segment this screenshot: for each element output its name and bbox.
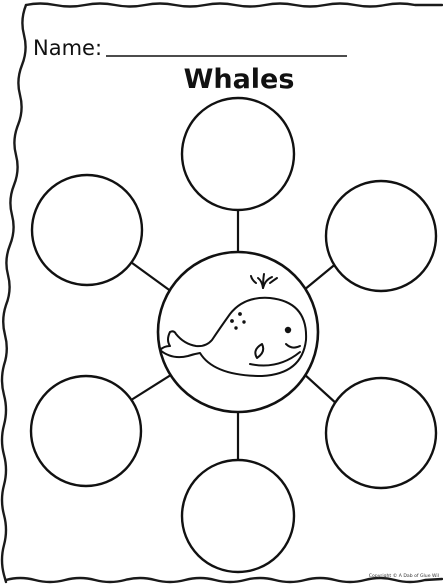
spoke-lower-left	[128, 373, 174, 402]
center-topic	[158, 252, 318, 412]
name-label: Name:	[33, 36, 102, 60]
answer-bubble-top[interactable]	[182, 98, 294, 210]
spoke-lower-right	[304, 374, 338, 405]
answer-bubble-bottom[interactable]	[182, 460, 294, 572]
border-left	[2, 5, 26, 582]
answer-bubble-lower-right[interactable]	[326, 378, 436, 488]
worksheet-title: Whales	[184, 64, 295, 95]
spoke-upper-left	[128, 260, 172, 292]
answer-bubble-upper-left[interactable]	[32, 175, 142, 285]
answer-bubble-upper-right[interactable]	[326, 181, 436, 291]
border-top	[26, 4, 442, 7]
center-bubble	[158, 252, 318, 412]
copyright-notice: Copyright © A Dab of Glue Wil	[369, 572, 439, 579]
spoke-upper-right	[304, 262, 338, 290]
answer-bubble-lower-left[interactable]	[31, 376, 141, 486]
